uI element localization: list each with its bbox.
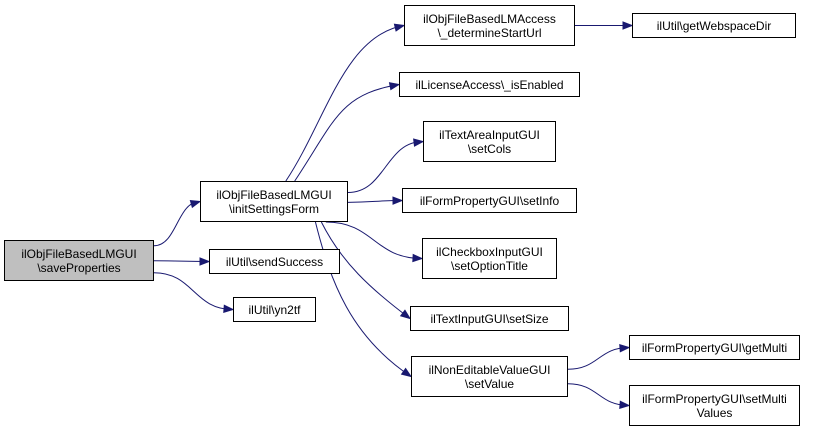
- node-label-line: ilNonEditableValueGUI: [428, 362, 551, 377]
- node-label-line: ilLicenseAccess\_isEnabled: [415, 77, 564, 92]
- arrowhead: [622, 21, 634, 30]
- node-getwebspacedir[interactable]: ilUtil\getWebspaceDir: [632, 13, 796, 38]
- node-setoptiontitle[interactable]: ilCheckboxInputGUI \setOptionTitle: [422, 238, 557, 279]
- node-label-line: \saveProperties: [37, 260, 121, 275]
- node-setmultivalues[interactable]: ilFormPropertyGUI\setMulti Values: [629, 385, 800, 426]
- arrowhead: [223, 304, 235, 313]
- arrowhead: [189, 200, 202, 209]
- node-label-line: \setValue: [464, 376, 515, 391]
- node-label-line: ilUtil\getWebspaceDir: [656, 18, 772, 33]
- node-label-line: ilObjFileBasedLMGUI: [216, 187, 332, 202]
- arrowhead: [199, 257, 211, 266]
- node-label-line: \initSettingsForm: [228, 201, 320, 216]
- arrowhead: [399, 309, 412, 320]
- node-label-line: ilObjFileBasedLMAccess: [423, 11, 556, 26]
- arrowhead: [619, 400, 631, 409]
- node-setsize[interactable]: ilTextInputGUI\setSize: [410, 306, 569, 331]
- node-label-line: Values: [696, 405, 733, 420]
- node-label-line: ilFormPropertyGUI\setInfo: [419, 193, 560, 208]
- node-label-line: \setOptionTitle: [451, 258, 528, 273]
- node-label-line: ilCheckboxInputGUI: [436, 244, 543, 259]
- arrowhead: [412, 253, 424, 263]
- node-sendsuccess[interactable]: ilUtil\sendSuccess: [209, 249, 340, 274]
- call-edge: [294, 84, 400, 182]
- node-label-line: ilObjFileBasedLMGUI: [21, 246, 137, 261]
- node-setinfo[interactable]: ilFormPropertyGUI\setInfo: [402, 188, 577, 213]
- call-edge: [347, 141, 424, 193]
- call-edge: [153, 201, 201, 247]
- arrowhead: [392, 196, 404, 205]
- node-root-saveproperties: ilObjFileBasedLMGUI \saveProperties: [4, 240, 154, 281]
- arrowhead: [413, 138, 425, 147]
- arrowhead: [619, 344, 631, 353]
- call-edge: [314, 221, 412, 377]
- node-determinestarturl[interactable]: ilObjFileBasedLMAccess \_determineStartU…: [404, 5, 575, 46]
- node-initsettingsform[interactable]: ilObjFileBasedLMGUI \initSettingsForm: [200, 181, 348, 222]
- node-label-line: ilUtil\sendSuccess: [225, 254, 324, 269]
- node-isenabled[interactable]: ilLicenseAccess\_isEnabled: [399, 72, 580, 97]
- node-getmulti[interactable]: ilFormPropertyGUI\getMulti: [629, 335, 800, 360]
- call-edge: [325, 221, 423, 259]
- node-yn2tf[interactable]: ilUtil\yn2tf: [233, 297, 316, 322]
- arrowhead: [400, 367, 413, 378]
- arrowhead: [388, 82, 401, 91]
- node-label-line: ilTextAreaInputGUI: [439, 127, 540, 142]
- node-label-line: ilUtil\yn2tf: [248, 302, 301, 317]
- node-setcols[interactable]: ilTextAreaInputGUI \setCols: [423, 121, 556, 162]
- call-edge: [285, 25, 405, 182]
- node-label-line: \_determineStartUrl: [437, 25, 542, 40]
- node-label-line: ilFormPropertyGUI\setMulti: [642, 391, 787, 406]
- node-setvalue[interactable]: ilNonEditableValueGUI \setValue: [411, 356, 568, 397]
- call-edge: [320, 221, 411, 319]
- node-label-line: ilTextInputGUI\setSize: [430, 311, 549, 326]
- node-label-line: ilFormPropertyGUI\getMulti: [641, 340, 788, 355]
- arrowhead: [393, 23, 406, 32]
- call-edge: [153, 272, 234, 310]
- node-label-line: \setCols: [467, 141, 512, 156]
